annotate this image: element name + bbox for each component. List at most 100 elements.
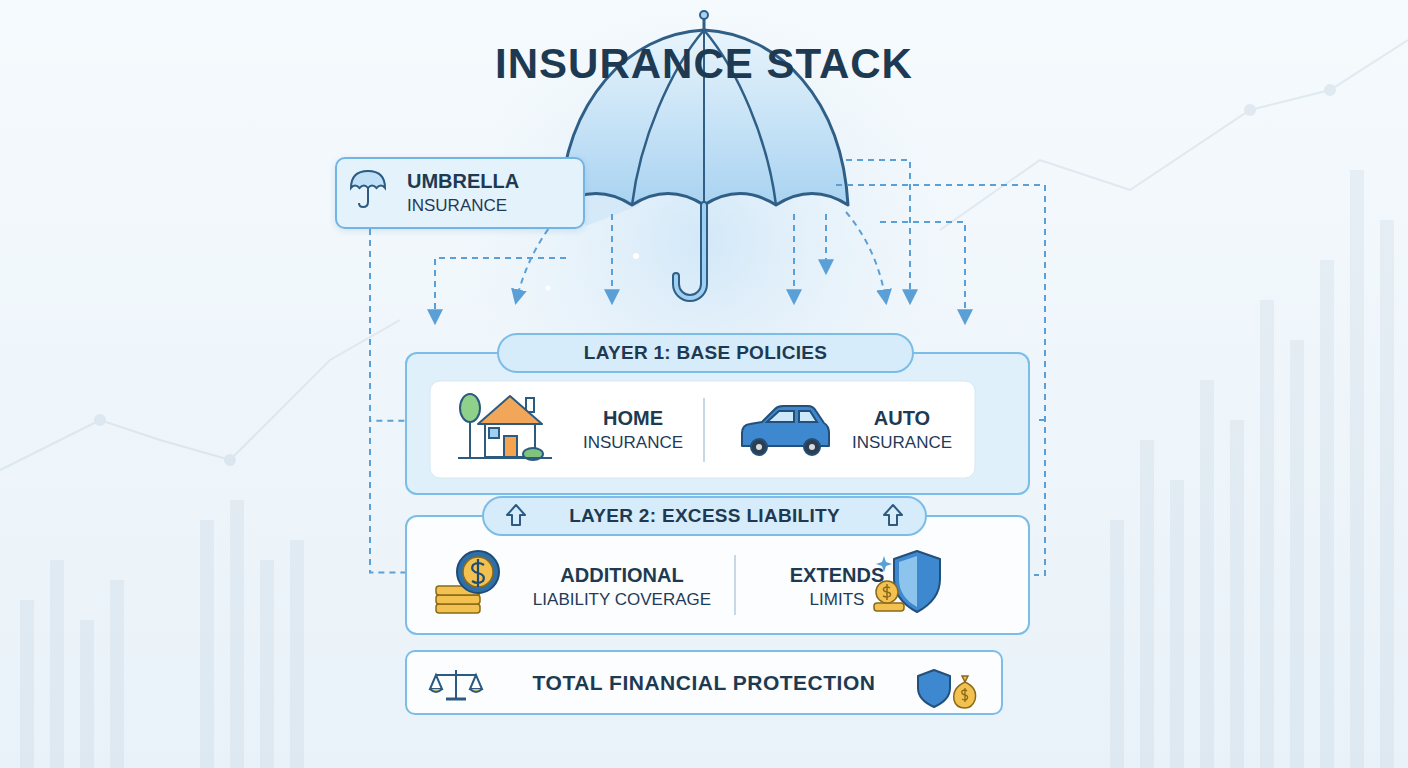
- faint-bar: [1200, 380, 1214, 768]
- car-body: [742, 406, 829, 446]
- dashed-arrow: [611, 214, 613, 302]
- faint-bar: [1230, 420, 1244, 768]
- umbrella-handle: [676, 205, 704, 298]
- umbrella-icon-canopy: [351, 171, 385, 188]
- shield-bag-icon: [918, 670, 976, 708]
- dashed-line: [1034, 419, 1045, 421]
- car-hub: [809, 444, 815, 450]
- shield-shine: [899, 556, 917, 607]
- faint-bar: [260, 560, 274, 768]
- faint-bar: [290, 540, 304, 768]
- policy-box: AUTOINSURANCE: [732, 388, 972, 472]
- divider: [703, 398, 705, 462]
- tree: [460, 394, 480, 422]
- up-arrow-icon: [884, 505, 902, 525]
- dashed-connector: [370, 229, 405, 573]
- box-subtext: LIABILITY COVERAGE: [533, 588, 711, 612]
- faint-dot: [225, 455, 235, 465]
- faint-bar: [1260, 300, 1274, 768]
- box-heading: UMBRELLA: [407, 168, 583, 194]
- layer-box: LAYER 1: BASE POLICIESHOMEINSURANCEAUTOI…: [405, 352, 1030, 495]
- box-subtext: INSURANCE: [583, 431, 683, 455]
- car-window: [767, 411, 794, 422]
- faint-line: [0, 320, 400, 470]
- layer-heading: LAYER 1: BASE POLICIES: [497, 333, 914, 373]
- sparkle: [876, 556, 892, 572]
- faint-bar: [50, 560, 64, 768]
- faint-dot: [1325, 85, 1335, 95]
- dollar-sign: [883, 584, 891, 600]
- coin: [876, 581, 898, 603]
- title-area: INSURANCE STACK: [0, 40, 1408, 88]
- chimney: [526, 398, 534, 412]
- box-subtext: LIMITS: [810, 588, 865, 612]
- faint-bar: [1380, 220, 1394, 768]
- scale-pans: [430, 675, 482, 689]
- coverage-box: EXTENDSLIMITS: [742, 545, 932, 629]
- house-icon: [458, 394, 552, 460]
- scale-bowls: [430, 689, 482, 692]
- box-heading: HOME: [603, 405, 663, 431]
- house-door: [504, 436, 517, 457]
- umbrella-icon: [351, 171, 385, 207]
- coins-icon: [436, 551, 499, 613]
- scale-post: [455, 670, 457, 698]
- coin: [436, 586, 480, 595]
- box-heading: ADDITIONAL: [560, 562, 683, 588]
- dollar-coin: [457, 551, 499, 593]
- faint-bar: [1170, 480, 1184, 768]
- box-heading: AUTO: [874, 405, 930, 431]
- box-subtext: INSURANCE: [407, 194, 583, 218]
- scale-base: [446, 698, 466, 701]
- up-arrow-icon: [507, 505, 525, 525]
- faint-dot: [95, 415, 105, 425]
- scale-beam: [436, 674, 476, 676]
- sparkle: [633, 253, 639, 259]
- faint-line: [940, 40, 1408, 230]
- car-wheel: [804, 439, 820, 455]
- edge-layer: [370, 229, 405, 573]
- scale-icon: [430, 670, 482, 699]
- sparkle: [546, 286, 551, 291]
- coverage-box: ADDITIONALLIABILITY COVERAGE: [517, 545, 727, 629]
- shield-coins-icon: [874, 551, 940, 612]
- divider: [734, 555, 736, 615]
- shield: [894, 551, 940, 612]
- house-roof: [478, 396, 542, 424]
- faint-bar: [1110, 520, 1124, 768]
- faint-bar: [1290, 340, 1304, 768]
- total-box: TOTAL FINANCIAL PROTECTION: [405, 650, 1003, 715]
- layer-box: LAYER 2: EXCESS LIABILITYADDITIONALLIABI…: [405, 515, 1030, 635]
- faint-bar: [200, 520, 214, 768]
- faint-bar: [1320, 260, 1334, 768]
- faint-dot: [1245, 105, 1255, 115]
- car-wheel: [751, 439, 767, 455]
- dashed-arrow: [435, 258, 566, 322]
- coin: [436, 604, 480, 613]
- faint-bar: [230, 500, 244, 768]
- dashed-arrow: [846, 212, 886, 302]
- house-window: [489, 428, 499, 438]
- dashed-arrow: [793, 214, 795, 302]
- layer-fill: [405, 352, 1030, 495]
- dollar-coin-face: [463, 557, 493, 587]
- bush: [523, 448, 543, 460]
- faint-bar: [20, 600, 34, 768]
- inner-panel: [430, 381, 975, 478]
- faint-bar: [80, 620, 94, 768]
- faint-bar: [1140, 440, 1154, 768]
- dashed-arrow: [825, 214, 827, 272]
- faint-bar: [110, 580, 124, 768]
- dashed-arrow: [880, 222, 965, 322]
- label-box: UMBRELLAINSURANCE: [335, 157, 585, 229]
- diagram-title: INSURANCE STACK: [0, 40, 1408, 88]
- dollar-sign: [962, 688, 968, 702]
- umbrella-handle: [676, 205, 704, 298]
- dashed-connector: [370, 229, 405, 421]
- tree-trunk: [469, 418, 471, 457]
- shield: [918, 670, 950, 707]
- ground: [458, 457, 552, 459]
